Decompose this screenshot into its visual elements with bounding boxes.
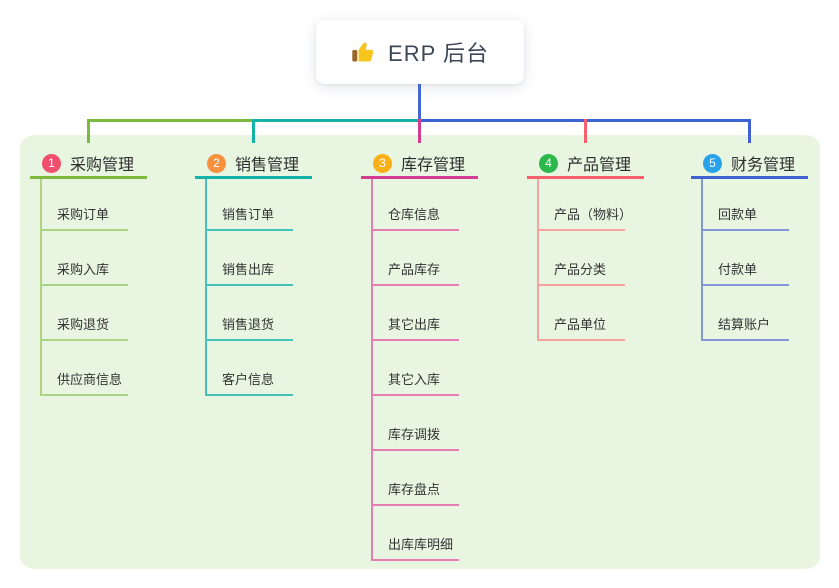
branch-underline-product (527, 176, 644, 179)
child-underline (40, 229, 128, 231)
branch-number-badge: 5 (703, 153, 722, 173)
rail-segment-green (88, 119, 254, 122)
branch-drop-inventory (418, 119, 421, 143)
child-node-inventory-2[interactable]: 其它出库 (388, 317, 441, 332)
child-node-sales-1[interactable]: 销售出库 (222, 262, 275, 277)
branch-number-badge: 4 (539, 153, 558, 173)
child-underline (371, 504, 459, 506)
child-spine-purchase (40, 179, 42, 396)
child-underline (537, 339, 625, 341)
child-node-inventory-1[interactable]: 产品库存 (388, 262, 441, 277)
branch-node-finance[interactable]: 5 财务管理 (703, 151, 795, 175)
child-node-inventory-0[interactable]: 仓库信息 (388, 207, 441, 222)
child-underline (205, 339, 293, 341)
child-underline (371, 449, 459, 451)
branch-underline-sales (195, 176, 312, 179)
branch-drop-product (584, 119, 587, 143)
rail-segment-teal (253, 119, 420, 122)
child-underline (371, 559, 459, 561)
child-node-inventory-6[interactable]: 出库库明细 (388, 537, 454, 552)
child-underline (371, 339, 459, 341)
root-node[interactable]: ERP 后台 (316, 20, 524, 84)
child-spine-product (537, 179, 539, 341)
root-node-label: ERP 后台 (388, 41, 489, 66)
branch-drop-purchase (87, 119, 90, 143)
branch-label: 库存管理 (401, 157, 466, 174)
branch-underline-finance (691, 176, 808, 179)
child-underline (701, 339, 789, 341)
child-underline (40, 394, 128, 396)
branch-label: 财务管理 (731, 157, 796, 174)
child-node-purchase-3[interactable]: 供应商信息 (57, 372, 123, 387)
child-underline (40, 284, 128, 286)
root-connector-line (418, 84, 421, 122)
child-node-inventory-3[interactable]: 其它入库 (388, 372, 441, 387)
child-underline (205, 229, 293, 231)
branch-underline-purchase (30, 176, 147, 179)
child-underline (537, 229, 625, 231)
branch-drop-sales (252, 119, 255, 143)
child-node-finance-0[interactable]: 回款单 (718, 207, 758, 222)
child-node-product-1[interactable]: 产品分类 (554, 262, 607, 277)
branch-number-badge: 2 (207, 153, 226, 173)
child-node-product-0[interactable]: 产品（物料） (554, 207, 633, 222)
child-node-finance-1[interactable]: 付款单 (718, 262, 758, 277)
child-spine-sales (205, 179, 207, 396)
child-node-sales-0[interactable]: 销售订单 (222, 207, 275, 222)
child-underline (371, 284, 459, 286)
child-node-purchase-0[interactable]: 采购订单 (57, 207, 110, 222)
branch-label: 采购管理 (70, 157, 135, 174)
child-spine-finance (701, 179, 703, 341)
branch-node-purchase[interactable]: 1 采购管理 (42, 151, 134, 175)
branch-number-badge: 1 (42, 153, 61, 173)
child-spine-inventory (371, 179, 373, 561)
child-underline (371, 394, 459, 396)
branch-node-sales[interactable]: 2 销售管理 (207, 151, 299, 175)
child-node-sales-2[interactable]: 销售退货 (222, 317, 275, 332)
child-node-purchase-2[interactable]: 采购退货 (57, 317, 110, 332)
child-node-inventory-5[interactable]: 库存盘点 (388, 482, 441, 497)
child-node-finance-2[interactable]: 结算账户 (718, 317, 771, 332)
child-underline (701, 284, 789, 286)
child-underline (701, 229, 789, 231)
thumbs-up-icon (351, 39, 377, 65)
child-node-product-2[interactable]: 产品单位 (554, 317, 607, 332)
child-node-sales-3[interactable]: 客户信息 (222, 372, 275, 387)
branch-underline-inventory (361, 176, 478, 179)
branch-number-badge: 3 (373, 153, 392, 173)
branch-label: 销售管理 (235, 157, 300, 174)
branch-node-inventory[interactable]: 3 库存管理 (373, 151, 465, 175)
child-underline (537, 284, 625, 286)
branch-label: 产品管理 (567, 157, 632, 174)
child-underline (371, 229, 459, 231)
child-node-inventory-4[interactable]: 库存调拨 (388, 427, 441, 442)
child-underline (40, 339, 128, 341)
child-node-purchase-1[interactable]: 采购入库 (57, 262, 110, 277)
branch-drop-finance (748, 119, 751, 143)
branch-node-product[interactable]: 4 产品管理 (539, 151, 631, 175)
branches-panel (20, 135, 820, 569)
child-underline (205, 394, 293, 396)
child-underline (205, 284, 293, 286)
